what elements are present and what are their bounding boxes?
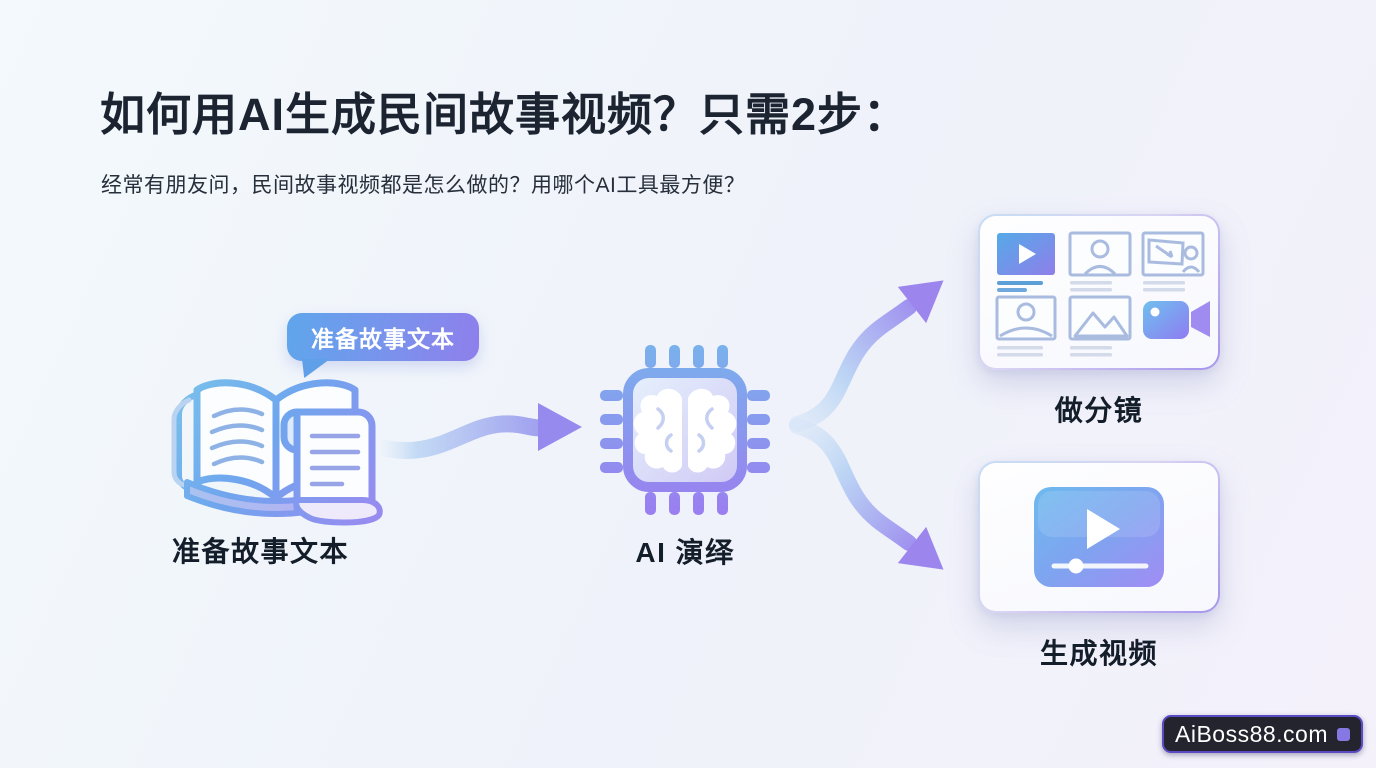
brain-glyph xyxy=(633,388,737,473)
step1-label: 准备故事文本 xyxy=(172,536,350,567)
output2-label: 生成视频 xyxy=(1039,638,1158,669)
page-subtitle: 经常有朋友问，民间故事视频都是怎么做的？用哪个AI工具最方便？ xyxy=(101,174,746,197)
output1-label: 做分镜 xyxy=(1054,395,1144,426)
ai-chip-brain-icon xyxy=(600,345,770,515)
step2-label: AI 演绎 xyxy=(635,537,735,568)
watermark-text: AiBoss88.com xyxy=(1175,720,1329,747)
storyboard-grid-icon xyxy=(995,231,1210,357)
open-book-with-scroll-icon xyxy=(171,379,383,526)
step1-tooltip-label: 准备故事文本 xyxy=(311,326,455,352)
watermark-square-icon xyxy=(1337,727,1351,741)
scroll-document xyxy=(280,408,383,526)
step1-tooltip-bubble: 准备故事文本 xyxy=(287,313,479,378)
branch-arrows xyxy=(789,280,944,570)
video-camera-icon xyxy=(1143,301,1210,339)
page-title: 如何用AI生成民间故事视频？只需2步： xyxy=(100,89,910,140)
storyboard-card xyxy=(978,214,1220,370)
watermark-badge: AiBoss88.com xyxy=(1162,715,1364,753)
video-player-icon xyxy=(1034,487,1164,587)
video-card xyxy=(978,461,1220,613)
arrow-step1-to-step2 xyxy=(378,403,582,460)
